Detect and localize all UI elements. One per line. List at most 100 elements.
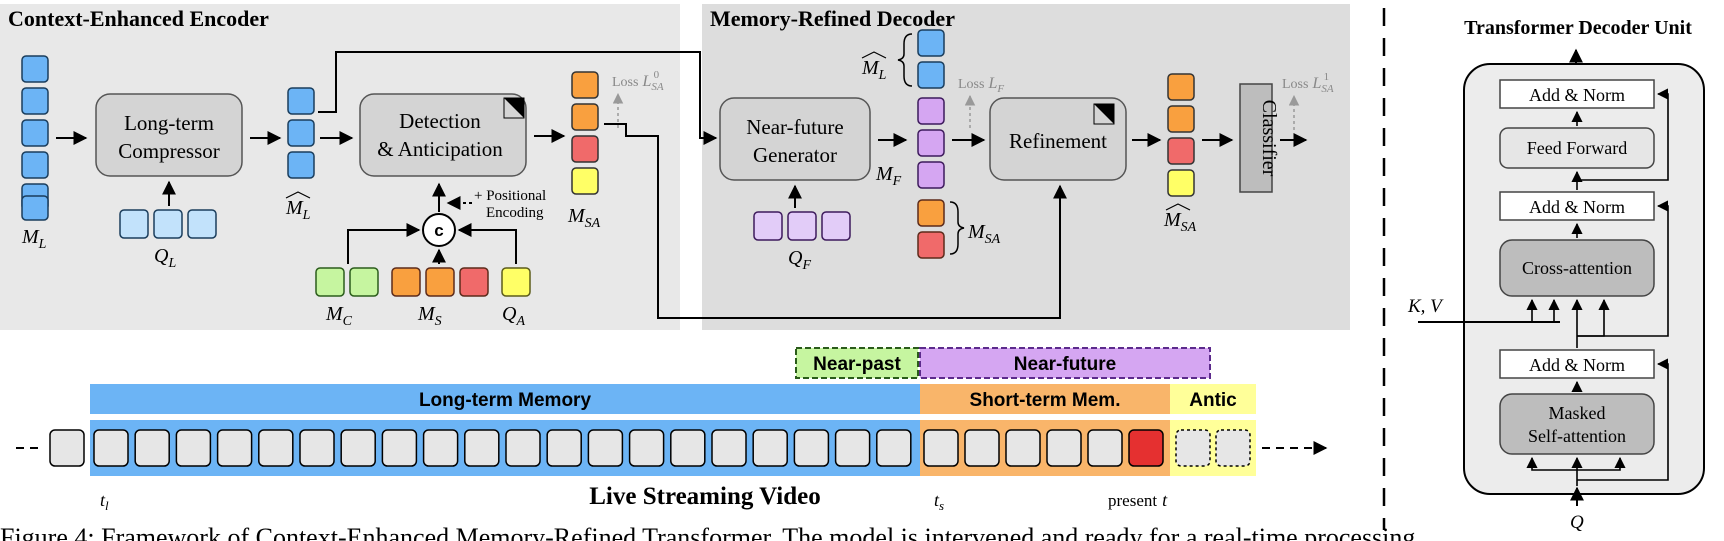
short-term-frame [1005, 429, 1041, 467]
posenc-label-1: + Positional [474, 188, 546, 204]
mc-label: MC [325, 303, 353, 329]
ml-token-column-bottom [21, 195, 49, 221]
refinement-corner-icon [1094, 104, 1114, 124]
msahat-label: MSA [1163, 209, 1197, 235]
classifier-label: Classifier [1258, 100, 1280, 177]
msahat-tokens [1167, 73, 1195, 197]
posenc-label-2: Encoding [486, 205, 544, 221]
antic-label: Antic [1189, 390, 1237, 411]
short-term-label: Short-term Mem. [970, 390, 1121, 411]
qf-label: QF [788, 247, 811, 273]
feed-forward-label: Feed Forward [1527, 138, 1627, 158]
encoder-title: Context-Enhanced Encoder [8, 6, 269, 31]
arrow-mlhat-to-generator [318, 51, 718, 145]
qa-label: QA [502, 303, 525, 329]
concat-symbol: c [434, 221, 443, 240]
mlhat-bracket [897, 33, 913, 87]
trainable-corner-icon [504, 98, 524, 118]
transformer-title: Transformer Decoder Unit [1464, 17, 1692, 39]
long-term-frame [876, 429, 912, 467]
detection-anticipation [359, 93, 527, 177]
q-label: Q [1570, 512, 1584, 533]
long-term-frame [711, 429, 747, 467]
add-norm-top [1499, 79, 1655, 109]
short-term-frame [964, 429, 1000, 467]
msahat-hat [1165, 203, 1191, 211]
antic-frames [1175, 429, 1251, 467]
decoder-msa-label: MSA [967, 221, 1001, 247]
short-term-frames [923, 429, 1164, 467]
short-term-frame [1087, 429, 1123, 467]
mlhat-hat [285, 191, 311, 199]
ql-tokens [119, 209, 217, 239]
near-future-generator [719, 97, 871, 181]
masked-label-2: Self-attention [1528, 426, 1626, 446]
feed-forward [1499, 127, 1655, 169]
present-frame [1128, 429, 1164, 467]
concat-icon [422, 213, 456, 247]
long-term-frame [422, 429, 459, 467]
long-term-frame [752, 429, 788, 467]
mc-tokens [315, 267, 379, 297]
near-future-label: Near-future [1014, 354, 1116, 375]
long-term-frames [93, 429, 912, 467]
antic-band [1170, 384, 1256, 414]
frame-outside [49, 429, 85, 467]
qf-tokens [753, 211, 851, 241]
ms-tokens [391, 267, 489, 297]
kv-label: K, V [1407, 296, 1444, 317]
decoder-mlhat-label: ML [861, 57, 887, 83]
ml-label: ML [21, 226, 47, 252]
decoder-title: Memory-Refined Decoder [710, 6, 955, 31]
short-term-band [920, 384, 1170, 414]
ql-label: QL [154, 245, 176, 271]
ml-token-column [21, 55, 49, 211]
ms-label: MS [417, 303, 442, 329]
arrow-mc-to-concat [347, 223, 421, 264]
long-term-frame [175, 429, 212, 467]
masked-label-1: Masked [1549, 403, 1606, 423]
add-norm-top-label: Add & Norm [1529, 85, 1625, 105]
long-term-compressor [95, 93, 243, 177]
long-term-frame [628, 429, 665, 467]
refinement-block [989, 97, 1127, 181]
qa-token [501, 267, 531, 297]
long-term-frame [340, 429, 376, 467]
long-term-frame [546, 429, 582, 467]
long-term-frame [381, 429, 418, 467]
long-term-frame [93, 429, 129, 467]
cross-attention-label: Cross-attention [1522, 258, 1632, 278]
msa-tokens [571, 71, 599, 195]
compressor-label-2: Compressor [118, 139, 220, 163]
long-term-frame [258, 429, 294, 467]
decoder-mlhat-hat [861, 51, 887, 59]
tl-label: tl [100, 490, 109, 513]
mf-tokens [917, 97, 945, 189]
long-term-frame [299, 429, 335, 467]
masked-self-attention [1499, 393, 1655, 455]
generator-label-2: Generator [753, 143, 837, 167]
near-future-box [919, 347, 1211, 379]
detection-label-1: Detection [399, 109, 481, 133]
ts-label: ts [934, 490, 944, 513]
long-term-label: Long-term Memory [419, 390, 592, 411]
long-term-frame [464, 429, 500, 467]
compressor-label-1: Long-term [124, 111, 214, 135]
short-term-frame [1046, 429, 1082, 467]
detection-label-2: & Anticipation [377, 137, 503, 161]
mlhat-label: ML [285, 197, 311, 223]
long-term-frame [216, 429, 253, 467]
mlhat-tokens [287, 87, 315, 179]
long-term-frame [834, 429, 871, 467]
decoder-mlhat-tokens [917, 29, 945, 89]
arrow-msa-to-decoder [604, 123, 1067, 319]
long-term-frame [793, 429, 830, 467]
msa-bracket [949, 201, 965, 255]
figure-caption: Figure 4: Framework of Context-Enhanced … [0, 523, 1415, 541]
refinement-label: Refinement [1009, 129, 1107, 153]
